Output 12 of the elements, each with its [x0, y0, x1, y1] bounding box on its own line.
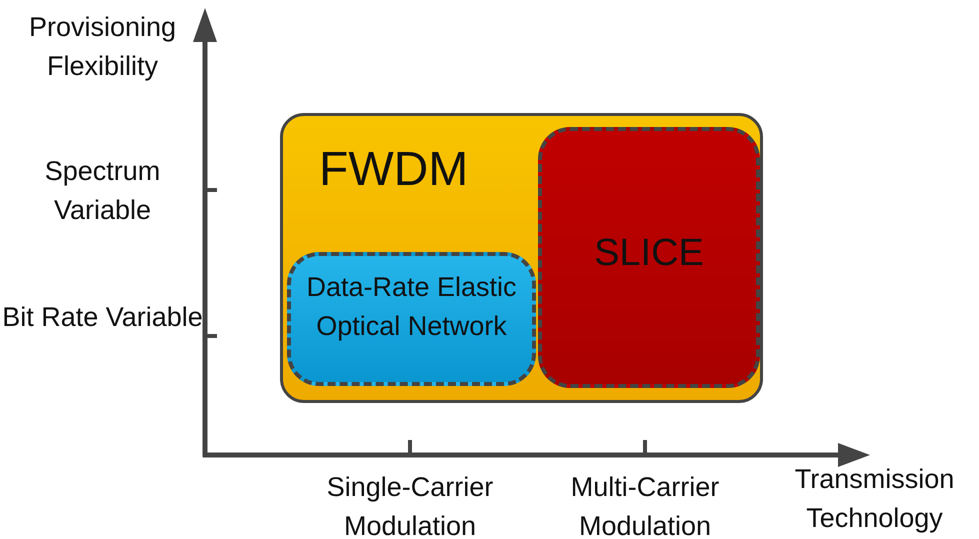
- box-label: Data-Rate Elastic Optical Network: [305, 271, 518, 343]
- box-label: SLICE: [593, 231, 705, 275]
- axis-title: Transmission Technology: [794, 463, 956, 535]
- rounded-box: [538, 127, 760, 388]
- axis-title: Provisioning Flexibility: [28, 11, 178, 83]
- tick-label: Multi-Carrier Modulation: [570, 471, 720, 539]
- rounded-box: [287, 252, 536, 386]
- group-title: FWDM: [319, 142, 470, 197]
- tick-label: Spectrum Variable: [44, 155, 162, 227]
- tick-label: Single-Carrier Modulation: [326, 471, 494, 539]
- group-box: [280, 113, 763, 403]
- tick-label: Bit Rate Variable: [1, 301, 204, 334]
